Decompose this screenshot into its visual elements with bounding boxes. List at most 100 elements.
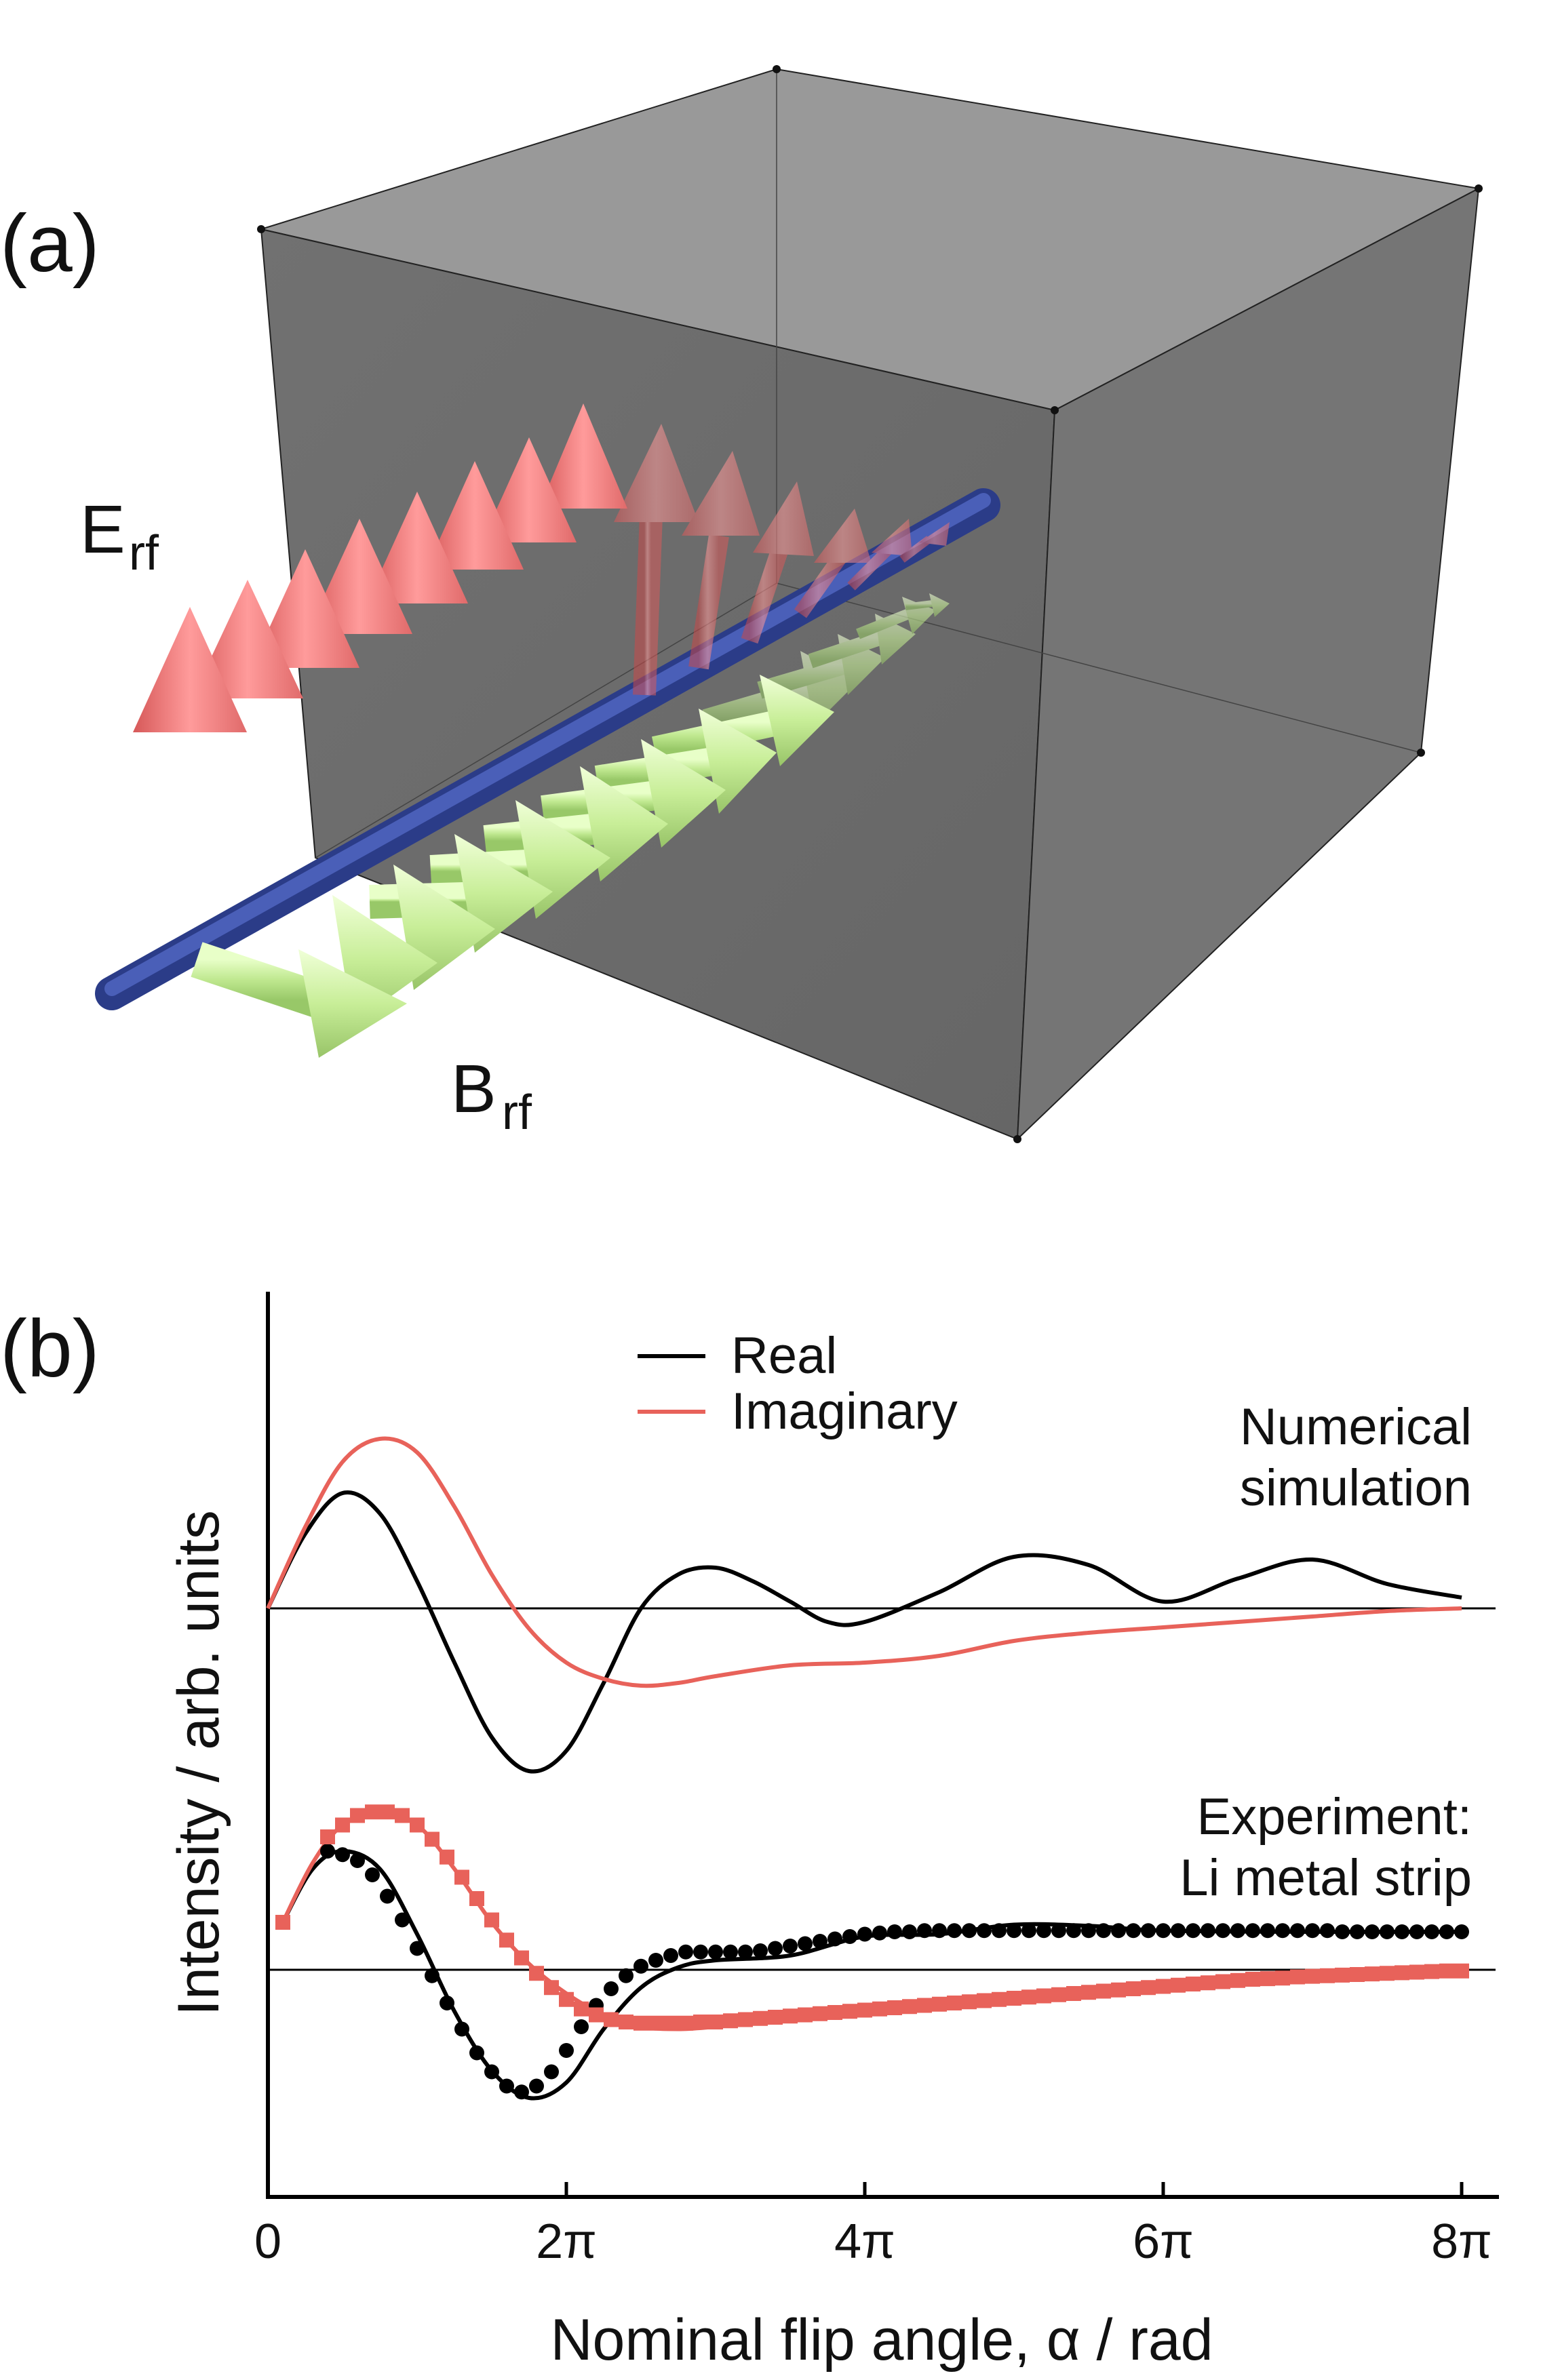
legend-label-imaginary: Imaginary	[731, 1383, 958, 1440]
data-point	[693, 2015, 708, 2029]
data-point	[1186, 1977, 1201, 1991]
data-point	[335, 1817, 350, 1833]
data-point	[1409, 1924, 1424, 1939]
data-point	[425, 1831, 440, 1847]
data-point	[1454, 1963, 1469, 1979]
data-point	[1201, 1923, 1215, 1939]
data-point	[1424, 1924, 1439, 1939]
data-point	[648, 2015, 663, 2031]
data-point	[813, 1934, 827, 1949]
data-point	[633, 1958, 648, 1974]
data-point	[902, 1999, 917, 2015]
data-point	[1454, 1924, 1469, 1939]
b-arrow	[905, 593, 950, 617]
annotation-experiment-line2: Li metal strip	[1179, 1849, 1472, 1907]
data-point	[678, 2015, 693, 2031]
data-point	[395, 1912, 410, 1928]
data-point	[454, 1869, 469, 1885]
e-arrow	[251, 549, 359, 881]
data-point	[1275, 1970, 1290, 1986]
data-point	[1171, 1923, 1186, 1939]
data-point	[484, 2064, 499, 2080]
data-point	[753, 2010, 768, 2026]
cube	[257, 65, 1483, 1143]
data-point	[1350, 1967, 1365, 1982]
legend-label-real: Real	[731, 1327, 837, 1385]
data-point	[1320, 1923, 1335, 1939]
e-arrow	[133, 607, 247, 943]
data-point	[1186, 1923, 1201, 1939]
data-point	[977, 1993, 992, 2008]
data-point	[559, 2043, 574, 2058]
x-tick-label: 8π	[1431, 2215, 1492, 2269]
plot-area	[266, 1436, 1469, 2101]
data-point	[589, 2007, 604, 2023]
data-point	[350, 1808, 365, 1823]
data-point	[992, 1991, 1007, 2007]
e-arrow	[741, 481, 814, 644]
data-point	[1350, 1924, 1365, 1939]
data-point	[962, 1923, 977, 1939]
data-point	[380, 1888, 395, 1904]
cube-vertex	[257, 225, 265, 233]
b-arrow	[191, 942, 407, 1058]
data-point	[1305, 1968, 1320, 1984]
data-point	[1156, 1923, 1171, 1939]
data-point	[1335, 1924, 1350, 1939]
data-point	[1126, 1981, 1141, 1996]
data-point	[454, 2021, 469, 2037]
data-point	[708, 1944, 723, 1960]
data-point	[962, 1994, 977, 2010]
data-point	[663, 1948, 678, 1963]
data-point	[1409, 1964, 1424, 1980]
panel-b-label: (b)	[0, 1303, 100, 1394]
data-point	[529, 2078, 544, 2094]
data-point	[320, 1829, 335, 1844]
data-point	[1439, 1924, 1454, 1939]
panel-a-label: (a)	[0, 198, 100, 289]
data-point	[514, 2084, 529, 2100]
x-tick-label: 6π	[1133, 2215, 1194, 2269]
data-point	[619, 1968, 633, 1983]
data-point	[1141, 1923, 1156, 1939]
data-point	[917, 1923, 932, 1939]
data-point	[1215, 1974, 1230, 1989]
data-point	[663, 2015, 678, 2031]
data-point	[1081, 1985, 1096, 2000]
annotation-experiment-line1: Experiment:	[1197, 1788, 1473, 1846]
data-point	[1260, 1971, 1275, 1987]
e-field-subscript: rf	[129, 526, 159, 580]
data-point	[425, 1968, 440, 1983]
data-point	[559, 1991, 574, 2007]
data-point	[440, 1849, 454, 1865]
data-point	[1111, 1982, 1126, 1998]
data-point	[738, 1944, 753, 1960]
data-point	[1365, 1924, 1380, 1939]
data-point	[872, 2001, 887, 2017]
e-arrow	[614, 424, 699, 696]
data-point	[723, 2013, 738, 2029]
x-axis-title: Nominal flip angle, α / rad	[550, 2307, 1213, 2373]
annotation-simulation-line2: simulation	[1240, 1459, 1472, 1517]
data-point	[410, 1817, 425, 1833]
data-point	[1275, 1923, 1290, 1939]
data-point	[1365, 1966, 1380, 1982]
data-point	[365, 1804, 380, 1820]
data-point	[1245, 1972, 1260, 1987]
data-point	[1036, 1988, 1051, 2004]
cube-vertex	[1051, 406, 1059, 414]
data-point	[678, 1944, 693, 1960]
data-point	[887, 1924, 902, 1939]
e-arrow	[794, 509, 872, 618]
data-point	[1335, 1967, 1350, 1983]
panel-a: (a)	[0, 65, 1483, 1143]
e-arrow	[426, 461, 524, 790]
data-point	[499, 1932, 514, 1948]
data-point	[947, 1996, 962, 2010]
e-arrow	[899, 522, 950, 563]
data-point	[1096, 1983, 1111, 1999]
data-point	[798, 2007, 813, 2023]
data-point	[395, 1808, 410, 1823]
e-arrow	[366, 492, 468, 820]
